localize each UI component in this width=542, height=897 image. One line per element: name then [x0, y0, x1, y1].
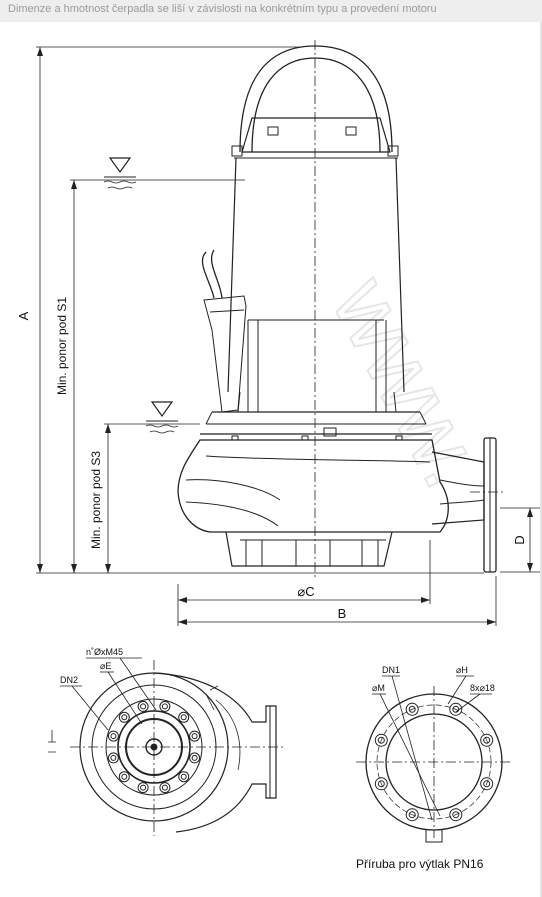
flange-hole-inner [452, 811, 460, 819]
bolt-inner [110, 733, 117, 740]
bolt-inner [180, 773, 187, 780]
cap-bolt-right [345, 126, 357, 136]
label-S1: Min. ponor pod S1 [55, 297, 69, 395]
label-DN1: DN1 [382, 665, 400, 675]
cable-entry-line [209, 309, 245, 313]
flange-hole [374, 733, 388, 747]
flange-hole [480, 777, 494, 791]
bolt [178, 711, 190, 723]
cable [201, 251, 215, 299]
bolt-inner [140, 784, 147, 791]
flange-hole-inner [483, 736, 491, 744]
label-A: A [16, 311, 31, 320]
label-B: B [338, 606, 347, 621]
flange-hole-inner [408, 705, 416, 713]
dimension-arrows [37, 47, 533, 625]
inlet-base [225, 531, 393, 567]
flange-hole-inner [483, 780, 491, 788]
header-strip-text: Dimenze a hmotnost čerpadla se liší v zá… [8, 3, 437, 15]
discharge-contour [439, 479, 485, 505]
bolt [137, 700, 149, 712]
flange-hole-inner [377, 736, 385, 744]
cap-bolt-left [267, 126, 279, 136]
flange-tab [425, 830, 443, 843]
label-C: ⌀C [297, 584, 314, 599]
label-H: ⌀H [456, 665, 468, 675]
motor-body [227, 157, 405, 393]
bolt-inner [140, 703, 147, 710]
handle [239, 45, 393, 153]
flange-hole [480, 733, 494, 747]
flange-edge-r [419, 411, 427, 425]
flange-hole [374, 777, 388, 791]
centerlines-top [70, 660, 286, 836]
bolt-inner [121, 773, 128, 780]
top-view-bolt-ring [107, 700, 201, 794]
label-S3: Min. ponor pod S3 [89, 451, 103, 549]
flange-caption: Příruba pro výtlak PN16 [356, 857, 484, 871]
bolt-inner [191, 754, 198, 761]
pump-top-view [79, 672, 277, 833]
bolt [159, 700, 171, 712]
watermark: www. [312, 261, 506, 504]
volute-line [205, 455, 431, 463]
label-M: ⌀M [372, 683, 385, 693]
label-n-bolts: n˚ØxM45 [86, 647, 123, 657]
flange-hole-inner [452, 705, 460, 713]
bolt [118, 771, 130, 783]
inlet-ribs [245, 540, 379, 566]
flange-hole [449, 808, 463, 822]
label-D: D [512, 535, 527, 544]
water-level-S3 [145, 401, 179, 434]
volute-contour [185, 479, 281, 527]
section-markers [48, 685, 219, 753]
bolt-inner [161, 784, 168, 791]
handle-inner [251, 57, 381, 153]
bolt-inner [110, 754, 117, 761]
bolt [107, 730, 119, 742]
cage-feet [237, 391, 397, 413]
bolt-inner [191, 733, 198, 740]
header-strip: Dimenze a hmotnost čerpadla se liší v zá… [0, 0, 542, 22]
volute [177, 439, 449, 533]
bolt [137, 782, 149, 794]
bolt [107, 752, 119, 764]
flange-edge-l [205, 411, 213, 425]
centerlines-side [314, 40, 505, 580]
flange-hole [405, 808, 419, 822]
bolt-inner [180, 714, 187, 721]
label-holes: 8x⌀18 [470, 683, 495, 693]
label-DN2: DN2 [60, 675, 78, 685]
dimension-lines [36, 46, 540, 626]
bolt [118, 711, 130, 723]
leader-lines [60, 657, 492, 821]
bolt-inner [161, 703, 168, 710]
nameplate [323, 427, 337, 437]
flange-hole [405, 702, 419, 716]
bolt-inner [121, 714, 128, 721]
bolt [189, 752, 201, 764]
flange-hole-inner [377, 780, 385, 788]
handle-bracket-right [387, 145, 399, 157]
top-view-volute [153, 672, 277, 833]
water-level-S1 [103, 157, 137, 190]
label-E: ⌀E [100, 661, 111, 671]
top-view-volute-inner [215, 699, 241, 771]
cable-edge [210, 249, 223, 299]
bolt [189, 730, 201, 742]
flange-hole-inner [408, 811, 416, 819]
right-border [540, 22, 542, 897]
bolt [178, 771, 190, 783]
flange-bolt-holes [374, 702, 494, 822]
flange-hole [449, 702, 463, 716]
centerlines-flange [356, 686, 512, 838]
bolt [159, 782, 171, 794]
top-cap [241, 117, 391, 153]
